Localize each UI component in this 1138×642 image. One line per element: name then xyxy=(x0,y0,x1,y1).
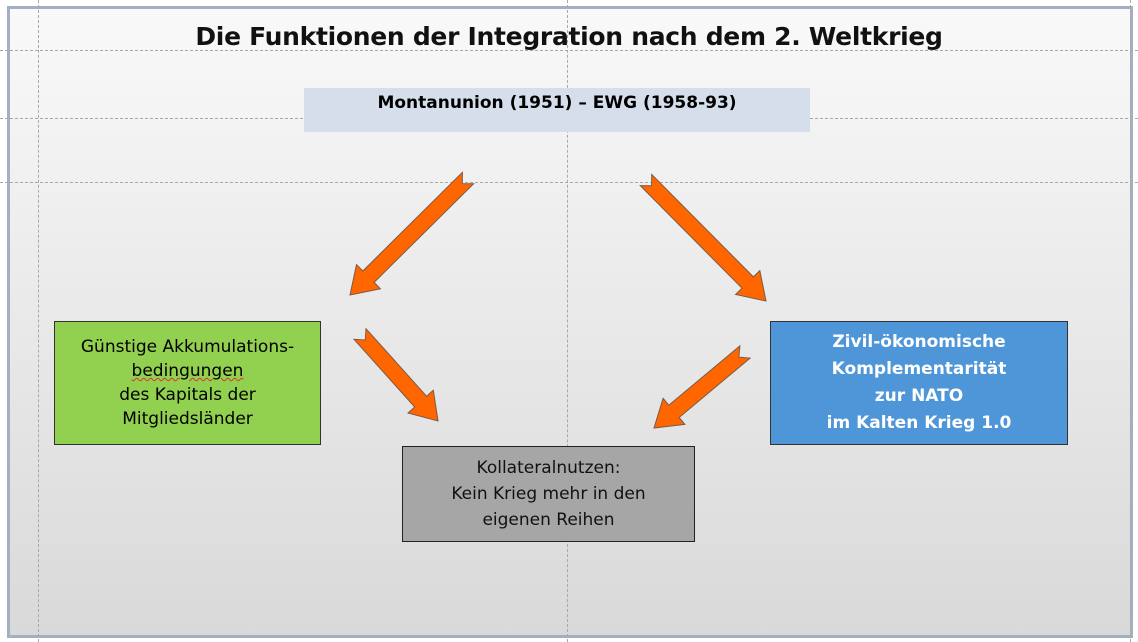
left-box-line: bedingungen xyxy=(131,361,244,381)
left-box-line: Mitgliedsländer xyxy=(122,409,253,429)
guide-line xyxy=(38,0,39,642)
arrow-top-to-right[interactable] xyxy=(639,173,767,302)
right-box-line: im Kalten Krieg 1.0 xyxy=(826,413,1012,433)
arrow-top-to-left[interactable] xyxy=(349,171,475,296)
bottom-box-line: Kollateralnutzen: xyxy=(476,458,621,478)
right-box-line: Komplementarität xyxy=(831,359,1007,379)
left-box[interactable]: Günstige Akkumulations- bedingungen des … xyxy=(54,321,321,445)
guide-line xyxy=(0,182,1138,183)
arrow-right-to-bottom[interactable] xyxy=(653,344,752,429)
left-box-line: des Kapitals der xyxy=(119,385,256,405)
right-box-line: Zivil-ökonomische xyxy=(832,332,1006,352)
right-box[interactable]: Zivil-ökonomische Komplementarität zur N… xyxy=(770,321,1068,445)
guide-line xyxy=(0,50,1138,51)
bottom-box[interactable]: Kollateralnutzen: Kein Krieg mehr in den… xyxy=(402,446,695,542)
right-box-line: zur NATO xyxy=(874,386,964,406)
top-box[interactable]: Montanunion (1951) – EWG (1958-93) xyxy=(304,88,810,132)
top-box-text: Montanunion (1951) – EWG (1958-93) xyxy=(377,93,737,113)
slide-title: Die Funktionen der Integration nach dem … xyxy=(195,22,943,51)
arrow-left-to-bottom[interactable] xyxy=(352,327,439,422)
bottom-box-line: eigenen Reihen xyxy=(482,510,615,530)
guide-line xyxy=(1130,0,1131,642)
bottom-box-line: Kein Krieg mehr in den xyxy=(451,484,646,504)
guide-line xyxy=(567,0,568,642)
left-box-line: Günstige Akkumulations- xyxy=(80,337,295,357)
